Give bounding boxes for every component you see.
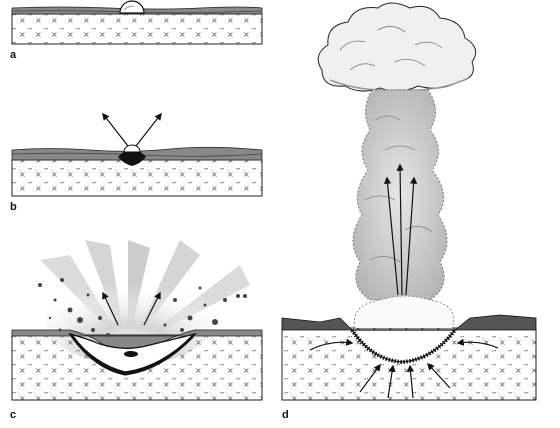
ground-flow-arrows	[309, 338, 499, 399]
panel-label-b: b	[10, 201, 17, 213]
panel-b: b	[10, 112, 263, 213]
panel-c: c	[10, 240, 263, 421]
arrow-icon	[102, 112, 129, 147]
arrow-icon	[102, 291, 119, 326]
arrow-icon	[143, 291, 161, 326]
impactor-sphere	[119, 0, 145, 14]
bedrock-block	[11, 13, 263, 45]
bedrock-block	[11, 159, 263, 197]
arrow-icon	[383, 176, 399, 296]
arrow-icon	[135, 112, 162, 147]
panel-label-c: c	[10, 409, 16, 421]
panel-label-d: d	[282, 409, 289, 421]
vapour-dome	[353, 295, 455, 329]
ejecta-debris	[38, 278, 247, 337]
impactor-fragment	[124, 351, 138, 357]
arrow-icon	[396, 163, 404, 296]
arrow-icon	[405, 176, 418, 296]
panel-label-a: a	[10, 49, 17, 61]
panel-d: d	[281, 2, 537, 421]
panel-a: a	[10, 0, 263, 61]
mushroom-cloud	[317, 2, 477, 92]
